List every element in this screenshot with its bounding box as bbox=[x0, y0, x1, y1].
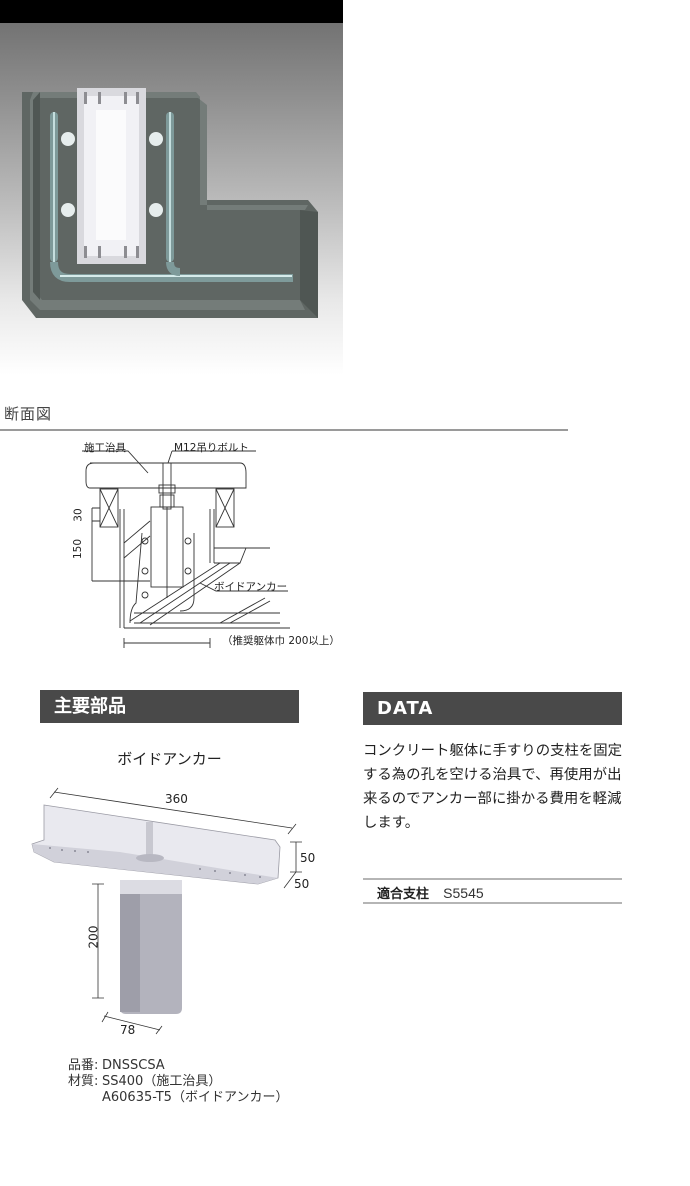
part-info: 品番:DNSSCSA 材質:SS400（施工治具） A60635-T5（ボイドア… bbox=[68, 1058, 288, 1106]
note-recommended-width: （推奨躯体巾 200以上） bbox=[222, 635, 340, 647]
material-label: 材質: bbox=[68, 1074, 99, 1089]
void-anchor-illustration: 360 50 50 200 78 bbox=[20, 780, 340, 1040]
hero-render-image bbox=[0, 0, 343, 375]
dim-anchor-height-200: 200 bbox=[86, 925, 101, 949]
material-value-2: A60635-T5（ボイドアンカー） bbox=[102, 1090, 289, 1105]
dim-anchor-width-78: 78 bbox=[120, 1023, 136, 1037]
main-parts-header: 主要部品 bbox=[40, 690, 299, 723]
product-description: コンクリート躯体に手すりの支柱を固定する為の孔を空ける治具で、再使用が出来るので… bbox=[363, 743, 623, 831]
dim-top-30: 30 bbox=[72, 508, 85, 522]
compatible-post-value: S5545 bbox=[443, 885, 484, 901]
dim-length-360: 360 bbox=[165, 792, 188, 806]
part-number-label: 品番: bbox=[68, 1058, 99, 1073]
data-header: DATA bbox=[363, 692, 622, 725]
section-title: 断面図 bbox=[4, 405, 53, 423]
section-divider bbox=[0, 429, 568, 431]
part-name: ボイドアンカー bbox=[117, 750, 222, 768]
label-jig: 施工治具 bbox=[84, 442, 126, 454]
label-void-anchor: ボイドアンカー bbox=[214, 581, 288, 593]
spec-row: 適合支柱 S5545 bbox=[377, 883, 484, 902]
concrete-section-illustration bbox=[22, 88, 318, 318]
part-number-value: DNSSCSA bbox=[102, 1058, 165, 1073]
material-value-1: SS400（施工治具） bbox=[102, 1074, 222, 1089]
compatible-post-label: 適合支柱 bbox=[377, 887, 430, 902]
dim-flange-depth-50: 50 bbox=[294, 877, 310, 891]
spec-divider-top bbox=[363, 878, 622, 880]
dim-flange-height-50: 50 bbox=[300, 851, 316, 865]
hero-top-bar bbox=[0, 0, 343, 23]
spec-divider-bottom bbox=[363, 902, 622, 904]
dim-depth-150: 150 bbox=[72, 538, 85, 560]
cross-section-drawing: 施工治具 M12吊りボルト ボイドアンカー 30 150 （推奨躯体巾 200以… bbox=[70, 433, 360, 653]
label-bolt: M12吊りボルト bbox=[174, 442, 249, 454]
